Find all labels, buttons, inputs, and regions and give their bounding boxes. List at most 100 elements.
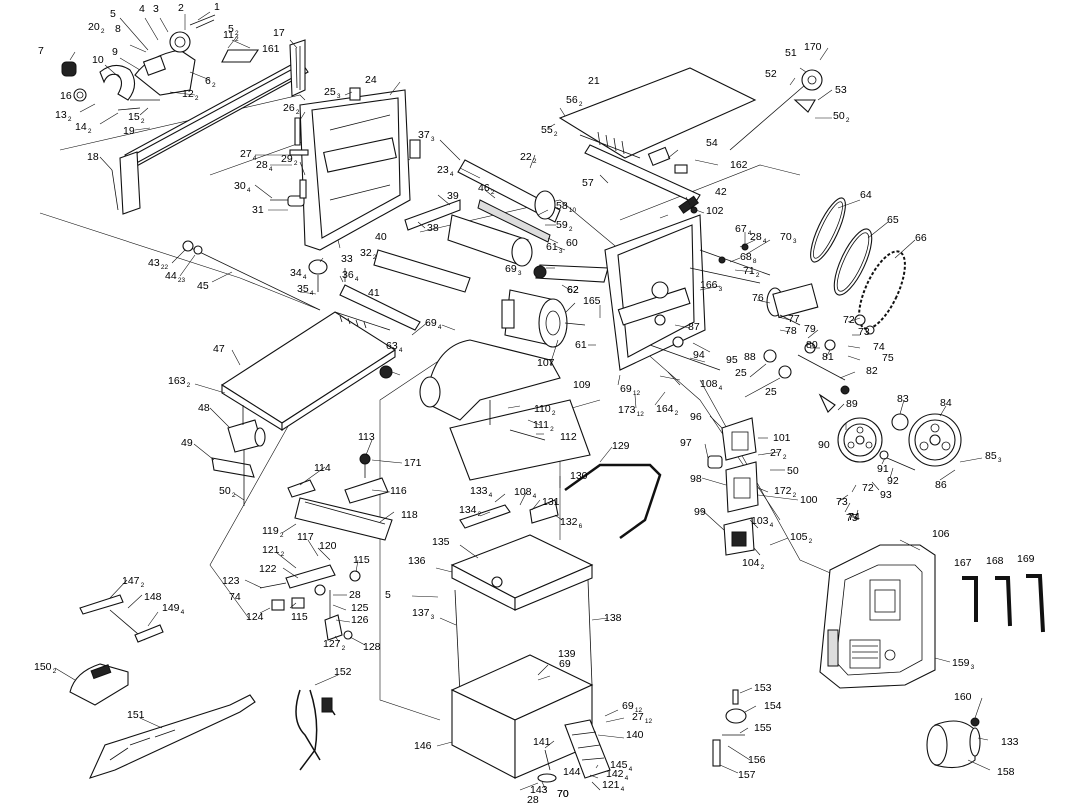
callout-50: 50 [219,485,231,497]
callout-101: 101 [773,432,791,444]
callout-30: 30 [234,180,246,192]
callout-40: 40 [375,231,387,243]
callout-qty: 2 [68,116,72,123]
callout-qty: 3 [518,270,522,277]
callout-35: 35 [297,283,309,295]
callout-85: 85 [985,450,997,462]
callout-qty: 4 [625,775,629,782]
callout-68: 68 [740,251,752,263]
callout-9: 9 [112,46,118,58]
callout-99: 99 [694,506,706,518]
callout-qty: 12 [645,718,653,725]
lever-53 [793,99,816,113]
left-frame-24 [299,87,421,251]
callout-qty: 2 [141,118,145,125]
callout-27: 27 [632,711,644,723]
callout-39: 39 [447,190,459,202]
callout-138: 138 [604,612,622,624]
callout-121: 121 [262,544,280,556]
callout-qty: 2 [101,28,105,35]
callout-qty: 2 [53,668,57,675]
callout-86: 86 [935,479,947,491]
callout-124: 124 [246,611,264,623]
callout-qty: 4 [310,290,314,297]
callout-112: 112 [560,431,577,443]
callout-148: 148 [144,591,162,603]
callout-42: 42 [715,186,727,198]
callout-169: 169 [1017,553,1035,565]
callout-140: 140 [626,729,644,741]
callout-89: 89 [846,398,858,410]
callout-qty: 2 [88,128,92,135]
callout-37: 37 [418,129,430,141]
callout-45: 45 [197,280,209,292]
handwheel-51 [801,69,823,91]
callout-160: 160 [954,691,972,703]
callout-14: 14 [75,121,87,133]
callout-28: 28 [349,589,361,601]
callout-qty: 6 [579,523,583,530]
callout-135: 135 [432,536,450,548]
callout-qty: 3 [998,457,1002,464]
callout-69: 69 [622,700,634,712]
callout-qty: 4 [533,493,537,500]
callout-144: 144 [563,766,581,778]
callout-61: 61 [575,339,587,351]
callout-qty: 23 [178,277,186,284]
callout-17: 17 [273,27,285,39]
hex-key-167 [962,576,978,622]
callout-170: 170 [804,41,822,53]
callout-qty: 3 [431,136,435,143]
fence-118 [294,497,393,541]
callout-26: 26 [283,102,295,114]
callout-qty: 2 [373,254,377,261]
callout-147: 147 [122,575,140,587]
callout-115: 115 [291,611,308,623]
side-fence-18 [119,151,141,215]
callout-qty: 4 [269,166,273,173]
callout-146: 146 [414,740,432,752]
callout-100: 100 [800,494,818,506]
callout-28: 28 [256,159,268,171]
callout-qty: 2 [550,426,554,433]
callout-8: 8 [115,23,121,35]
callout-24: 24 [365,74,377,86]
callout-153: 153 [754,682,772,694]
handwheels [837,413,962,471]
switch-parts [707,417,759,556]
callout-41: 41 [368,287,380,299]
callout-34: 34 [290,267,302,279]
callout-88: 88 [744,351,756,363]
small-hardware-left [270,117,346,292]
callout-155: 155 [754,722,772,734]
callout-141: 141 [533,736,551,748]
callout-79: 79 [804,323,816,335]
callout-75: 75 [882,352,894,364]
callout-151: 151 [127,709,145,721]
callout-69: 69 [559,658,571,670]
callout-131: 131 [542,496,560,508]
handle-10 [99,64,136,101]
callout-136: 136 [408,555,426,567]
callout-qty: 10 [569,207,577,214]
callout-44: 44 [165,270,177,282]
callout-126: 126 [351,614,369,626]
callout-qty: 8 [753,258,757,265]
hex-key-168 [995,576,1012,627]
callout-75: 75 [846,512,858,524]
callout-qty: 4 [247,187,251,194]
callout-qty: 2 [141,582,145,589]
callout-171: 171 [404,457,422,469]
callout-12: 12 [182,88,194,100]
callout-58: 58 [556,200,568,212]
callout-qty: 2 [569,226,573,233]
callout-81: 81 [822,351,834,363]
belt-65 [833,228,873,296]
callout-6: 6 [205,75,211,87]
callout-130: 130 [570,470,588,482]
callout-3: 3 [153,3,159,15]
callout-qty: 2 [187,382,191,389]
callout-13: 13 [55,109,67,121]
roller-41 [373,249,471,293]
callout-114: 114 [314,462,331,474]
